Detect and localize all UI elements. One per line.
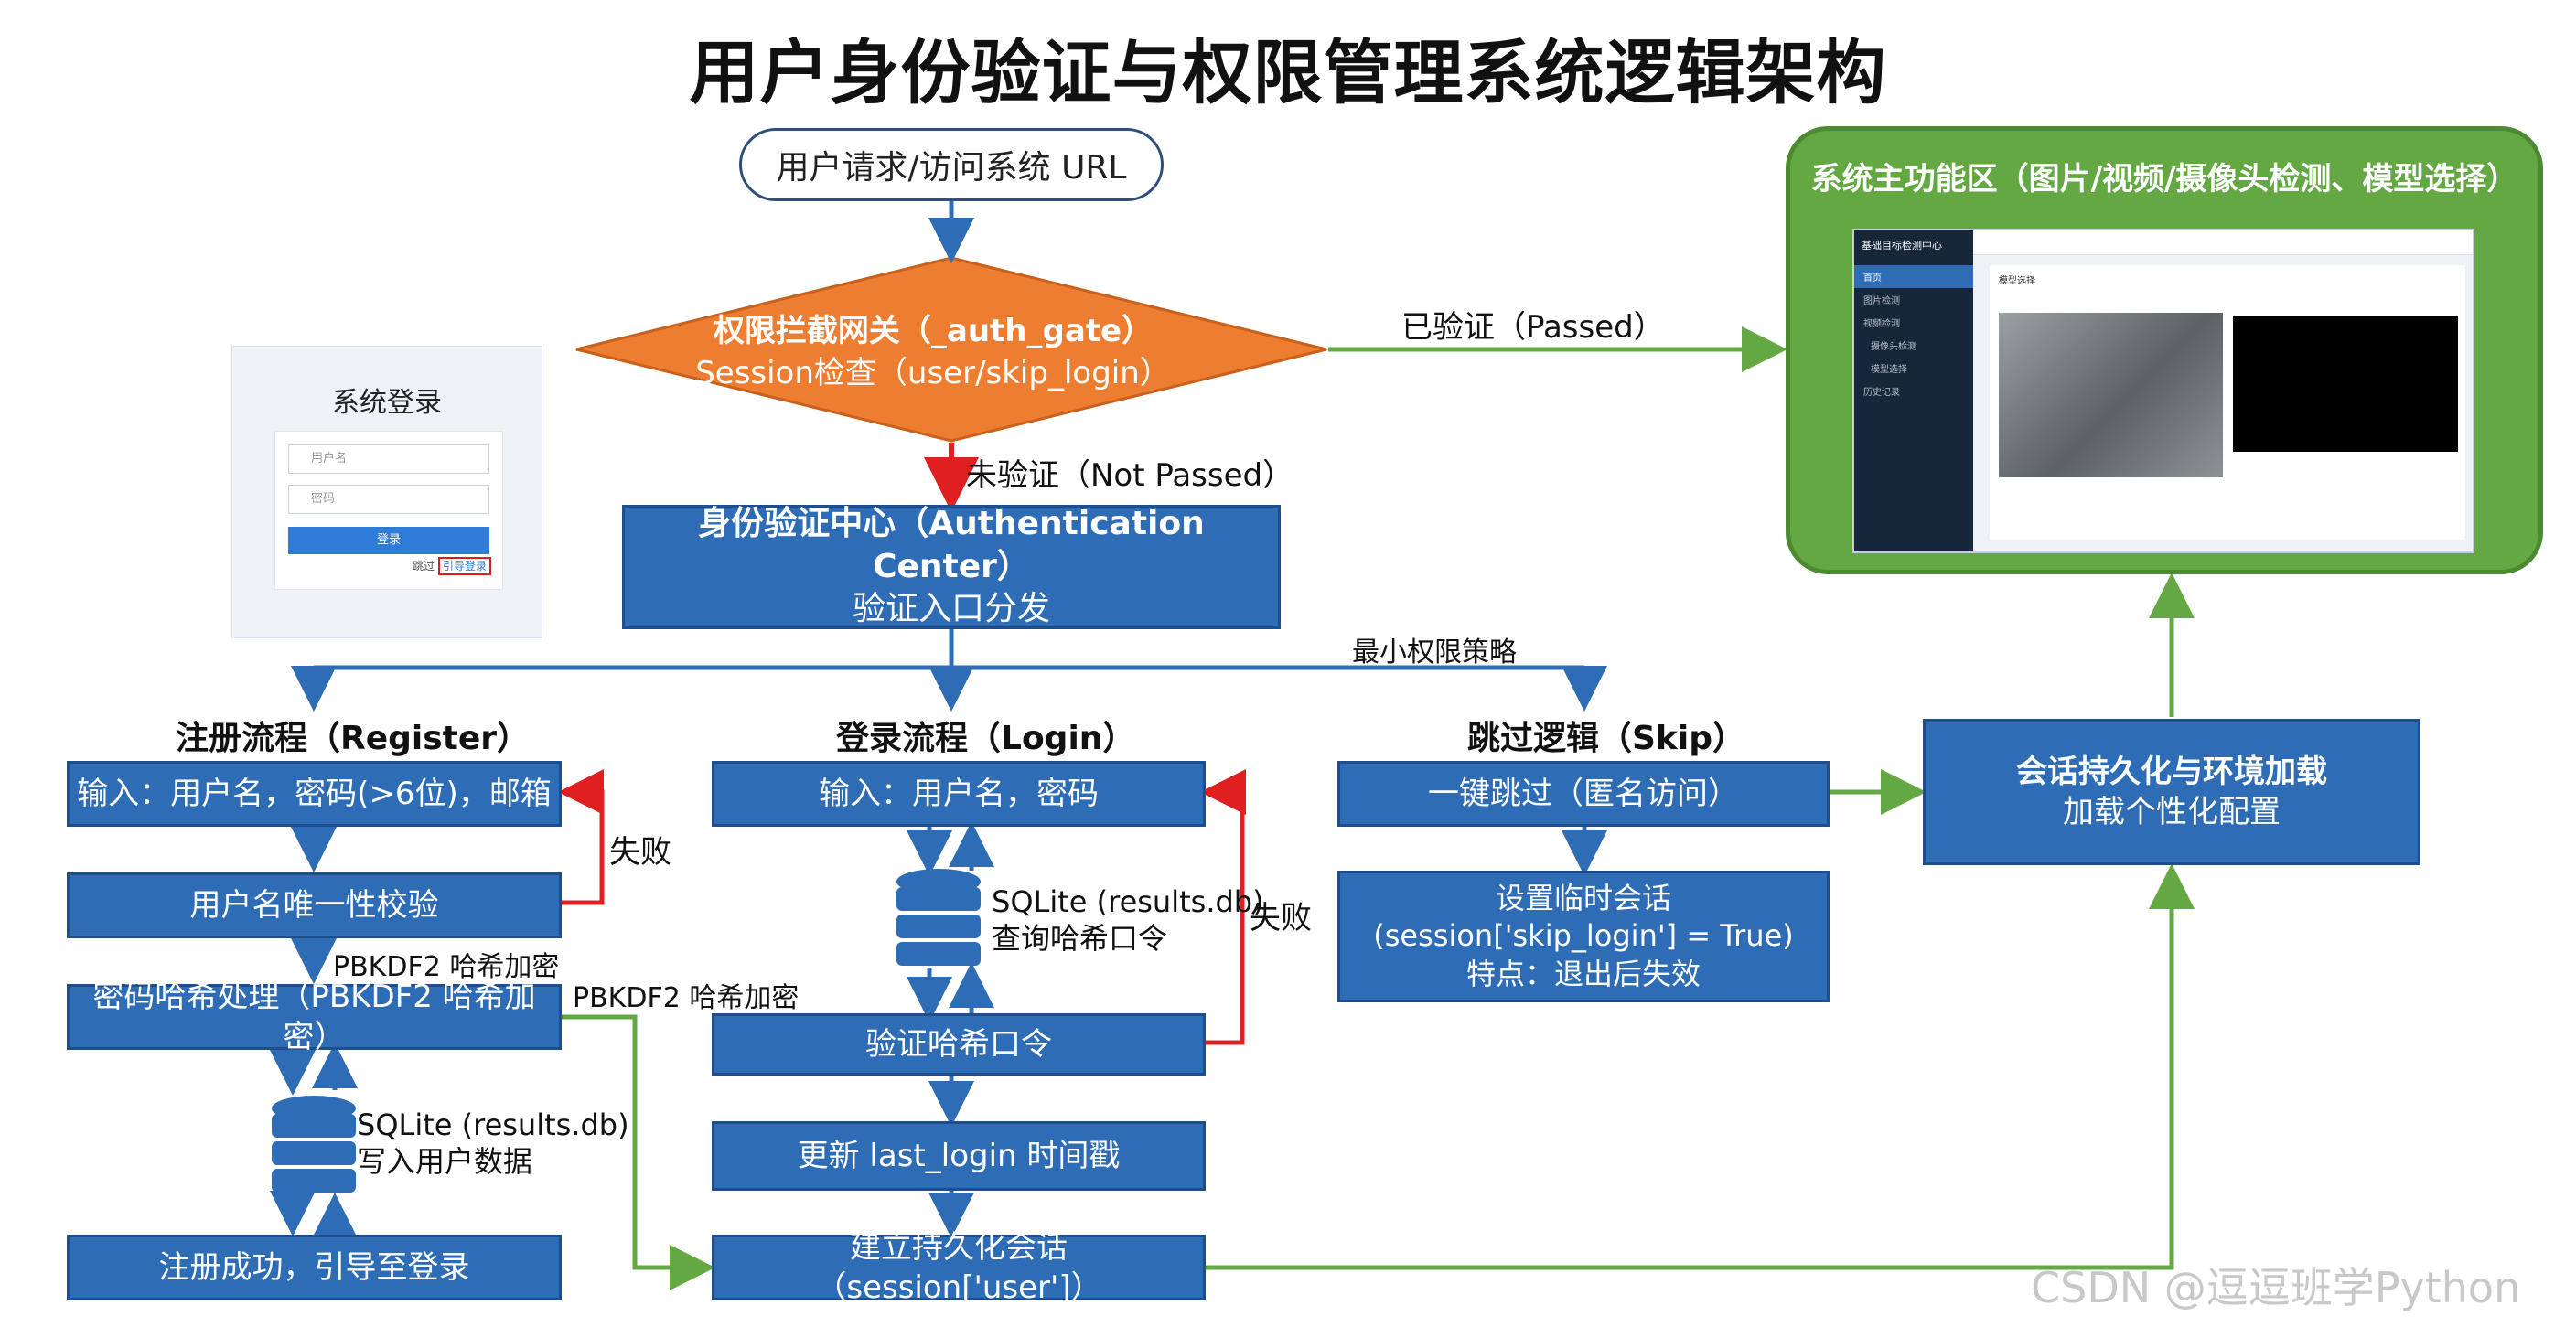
start-node: 用户请求/访问系统 URL [739, 128, 1164, 201]
register-hash-box: 密码哈希处理（PBKDF2 哈希加密） [67, 979, 562, 1055]
side-hash-label: PBKDF2 哈希加密 [573, 982, 800, 1014]
register-db-action: 写入用户数据 [357, 1144, 533, 1179]
menu-item-3[interactable]: 摄像头检测 [1871, 342, 1916, 352]
login-preview: 系统登录 用户名 密码 登录 跳过 引导登录 [231, 346, 542, 638]
auth-gate-text: 权限拦截网关（_auth_gate） Session检查（user/skip_l… [549, 311, 1317, 395]
username-input[interactable]: 用户名 [288, 444, 489, 474]
skip-temp-line1: 设置临时会话 [1495, 880, 1671, 915]
login-preview-title: 系统登录 [332, 387, 442, 419]
skip-header: 跳过逻辑（Skip） [1467, 720, 1745, 757]
gate-title: 权限拦截网关（_auth_gate） [713, 313, 1154, 349]
auth-center-subtitle: 验证入口分发 [852, 590, 1050, 628]
password-input[interactable]: 密码 [288, 485, 489, 514]
video-preview [2233, 316, 2458, 452]
arrow-login-fail [1200, 769, 1246, 1045]
login-form: 用户名 密码 登录 跳过 引导登录 [274, 431, 503, 590]
database-icon [896, 869, 981, 966]
login-button[interactable]: 登录 [288, 527, 489, 554]
menu-item-1[interactable]: 图片检测 [1863, 296, 1900, 306]
auth-center-box: 身份验证中心（Authentication Center） 验证入口分发 [622, 505, 1281, 629]
register-header: 注册流程（Register） [176, 720, 531, 757]
login-fail-label: 失败 [1250, 900, 1312, 936]
register-input-box: 输入：用户名，密码(>6位)，邮箱 [67, 761, 562, 827]
login-update-box: 更新 last_login 时间戳 [712, 1121, 1206, 1191]
skip-temp-session-box: 设置临时会话 (session['skip_login'] = True) 特点… [1337, 871, 1830, 1002]
main-area-title: 系统主功能区（图片/视频/摄像头检测、模型选择） [1810, 161, 2518, 198]
login-input-box: 输入：用户名，密码 [712, 761, 1206, 827]
register-hash-label: PBKDF2 哈希加密 [333, 951, 560, 983]
content-card: 模型选择 [1990, 265, 2465, 540]
skip-prefix: 跳过 [413, 560, 435, 573]
login-db-action: 查询哈希口令 [992, 921, 1168, 956]
login-verify-box: 验证哈希口令 [712, 1013, 1206, 1076]
app-topbar [1973, 230, 2473, 255]
gate-subtitle: Session检查（user/skip_login） [695, 354, 1171, 391]
menu-item-2[interactable]: 视频检测 [1863, 319, 1900, 329]
login-header: 登录流程（Login） [836, 720, 1136, 757]
register-db-text: SQLite (results.db) 写入用户数据 [357, 1107, 629, 1180]
arrow-register-fail [558, 769, 605, 905]
arrow-hash-to-session [562, 1014, 715, 1290]
detection-image [1999, 313, 2223, 477]
skip-temp-line2: (session['skip_login'] = True) [1373, 918, 1794, 954]
arrow-session-to-persist [1206, 863, 2195, 1270]
register-success-box: 注册成功，引导至登录 [67, 1235, 562, 1300]
min-priv-label: 最小权限策略 [1352, 637, 1517, 669]
persist-title: 会话持久化与环境加载 [2016, 753, 2327, 790]
auth-center-title: 身份验证中心（Authentication Center） [698, 504, 1205, 585]
login-db-text: SQLite (results.db) 查询哈希口令 [992, 883, 1264, 957]
menu-item-0[interactable]: 首页 [1854, 265, 1973, 288]
menu-item-5[interactable]: 历史记录 [1863, 388, 1900, 398]
not-passed-label: 未验证（Not Passed） [966, 457, 1294, 494]
panel-title: 模型选择 [1999, 276, 2035, 286]
skip-link[interactable]: 引导登录 [437, 557, 491, 575]
database-icon [272, 1096, 356, 1193]
app-sidebar: 基础目标检测中心 首页 图片检测 视频检测 摄像头检测 模型选择 历史记录 [1854, 230, 1973, 551]
watermark: CSDN @逗逗班学Python [2031, 1263, 2521, 1312]
register-fail-label: 失败 [609, 834, 671, 871]
register-check-box: 用户名唯一性校验 [67, 872, 562, 938]
page-title: 用户身份验证与权限管理系统逻辑架构 [689, 32, 1887, 113]
skip-temp-line3: 特点：退出后失效 [1465, 956, 1701, 991]
persist-subtitle: 加载个性化配置 [2063, 794, 2281, 830]
register-db-name: SQLite (results.db) [357, 1108, 629, 1142]
login-db-name: SQLite (results.db) [992, 884, 1264, 919]
skip-row: 跳过 引导登录 [413, 557, 491, 575]
app-name: 基础目标检测中心 [1862, 240, 1942, 251]
auth-gate-diamond [575, 256, 1327, 443]
menu-item-4[interactable]: 模型选择 [1871, 365, 1907, 375]
login-session-box: 建立持久化会话（session['user']） [712, 1229, 1206, 1306]
persist-box: 会话持久化与环境加载 加载个性化配置 [1923, 719, 2420, 865]
skip-one-click-box: 一键跳过（匿名访问） [1337, 761, 1830, 827]
passed-label: 已验证（Passed） [1401, 309, 1665, 346]
main-area-screenshot: 基础目标检测中心 首页 图片检测 视频检测 摄像头检测 模型选择 历史记录 模型… [1852, 229, 2474, 553]
